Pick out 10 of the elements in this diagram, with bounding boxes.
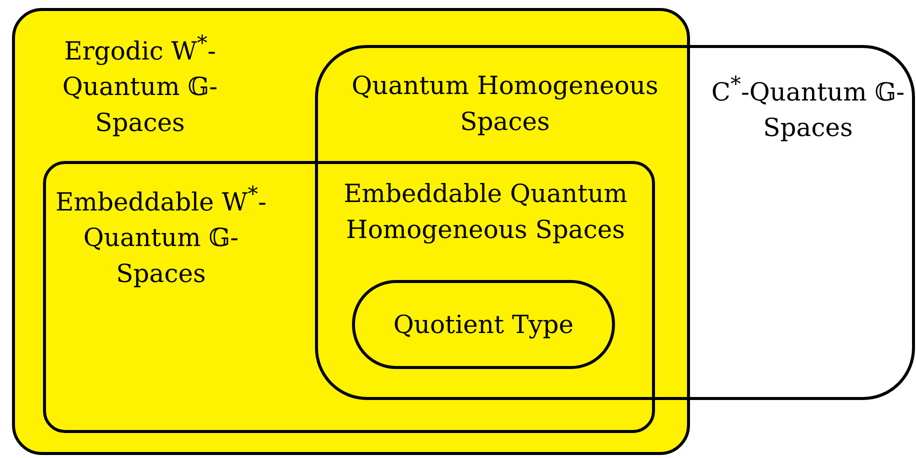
region-label: Embeddable Quantum Homogeneous Spaces: [342, 178, 628, 246]
set-label: Ergodic W$^{*}$-Quantum 𝔾-Spaces: [61, 30, 219, 140]
region-label: Quantum Homogeneous Spaces: [350, 70, 660, 138]
set-region: [315, 45, 915, 400]
set-region: [43, 161, 655, 433]
set-region: [352, 280, 615, 369]
set-label: Embeddable W$^{*}$-Quantum 𝔾-Spaces: [54, 181, 268, 290]
set-label: Quotient Type: [392, 309, 575, 341]
set-label: C$^{*}$-Quantum 𝔾-Spaces: [710, 71, 906, 144]
set-region: [12, 8, 690, 455]
